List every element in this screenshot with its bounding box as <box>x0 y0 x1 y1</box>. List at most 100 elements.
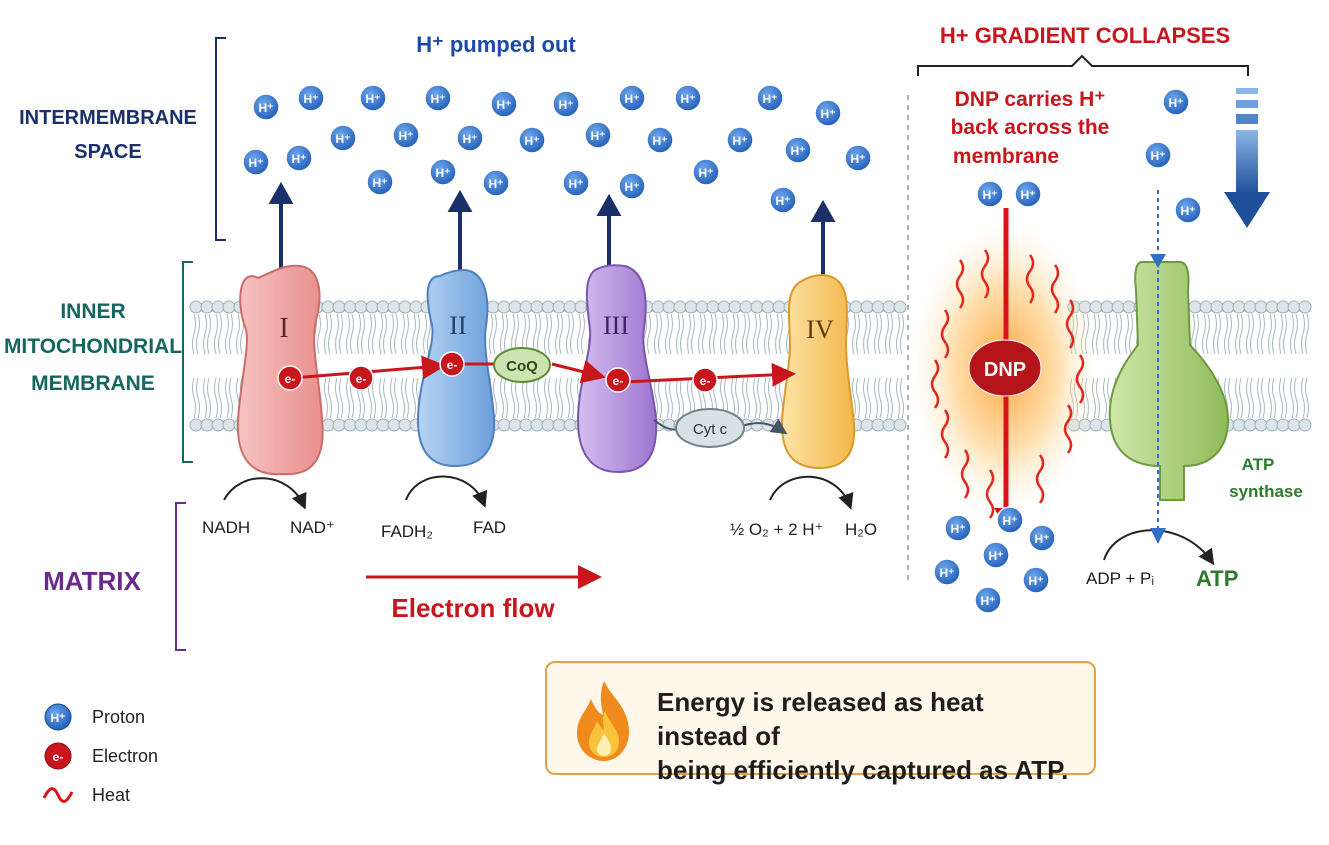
lipid-tail <box>676 377 680 419</box>
lipid-head <box>860 300 874 314</box>
lipid-tail <box>735 313 739 355</box>
lipid-head <box>1276 300 1290 314</box>
lipid-tail <box>533 377 537 419</box>
proton: H⁺ <box>646 126 674 154</box>
lipid-head <box>1243 418 1257 432</box>
proton-pump-arrows <box>268 181 836 282</box>
lipid-tail <box>192 377 196 419</box>
lipid-head <box>882 418 896 432</box>
lipid-tail <box>1118 313 1122 355</box>
lipid-tail <box>878 313 882 355</box>
lipid-head <box>1298 418 1312 432</box>
heat-wave <box>1025 254 1035 304</box>
lipid-tail <box>1257 313 1261 355</box>
lipid-tail <box>533 313 537 355</box>
lipid-tail <box>328 377 332 419</box>
lipid-tail <box>709 313 713 355</box>
svg-text:H⁺: H⁺ <box>989 549 1004 563</box>
lipid-tail <box>504 313 508 355</box>
lipid-tail <box>324 377 328 419</box>
lipid-head <box>530 418 544 432</box>
lipid-head <box>1287 300 1301 314</box>
lipid-tail <box>1261 313 1265 355</box>
lipid-tail <box>874 377 878 419</box>
lipid-head <box>673 300 687 314</box>
heat-wave <box>1050 264 1060 314</box>
svg-text:H⁺: H⁺ <box>653 134 668 148</box>
proton: H⁺ <box>252 93 280 121</box>
lipid-tail <box>537 377 541 419</box>
lipid-head <box>200 418 214 432</box>
matrix-reactions <box>223 475 1215 566</box>
lipid-tail <box>746 313 750 355</box>
lipid-tail <box>394 377 398 419</box>
lipid-tail <box>658 313 662 355</box>
complex-iii-label: III <box>603 311 629 340</box>
nadh-label: NADH <box>202 518 250 537</box>
cyt-c-carrier: Cyt c <box>675 408 745 448</box>
lipid-tail <box>676 313 680 355</box>
proton: H⁺ <box>1162 88 1190 116</box>
heat-wave <box>1065 299 1075 349</box>
lipid-tail <box>1103 313 1107 355</box>
lipid-tail <box>401 313 405 355</box>
lipid-tail <box>1250 377 1254 419</box>
svg-text:H⁺: H⁺ <box>292 152 307 166</box>
region-labels: INTERMEMBRANE SPACE INNER MITOCHONDRIAL … <box>4 107 197 596</box>
lipid-tail <box>669 377 673 419</box>
lipid-tail <box>885 313 889 355</box>
svg-text:H⁺: H⁺ <box>791 144 806 158</box>
lipid-head <box>222 418 236 432</box>
svg-text:H⁺: H⁺ <box>733 134 748 148</box>
lipid-tail <box>1217 313 1221 355</box>
lipid-tail <box>742 313 746 355</box>
lipid-head <box>1254 300 1268 314</box>
svg-text:H⁺: H⁺ <box>431 92 446 106</box>
proton: H⁺ <box>1174 196 1202 224</box>
lipid-tail <box>669 313 673 355</box>
lipid-head <box>1199 300 1213 314</box>
gradient-down-arrow <box>1224 88 1270 228</box>
lipid-tail <box>218 313 222 355</box>
svg-text:H⁺: H⁺ <box>366 92 381 106</box>
svg-text:H⁺: H⁺ <box>259 101 274 115</box>
lipid-head <box>695 300 709 314</box>
electron-flow-label: Electron flow <box>391 593 555 623</box>
lipid-tail <box>372 313 376 355</box>
proton: H⁺ <box>456 124 484 152</box>
proton: H⁺ <box>944 514 972 542</box>
proton: H⁺ <box>1022 566 1050 594</box>
lipid-tail <box>1129 313 1133 355</box>
lipid-head <box>321 418 335 432</box>
lipid-head <box>398 300 412 314</box>
lipid-tail <box>1206 313 1210 355</box>
lipid-tail <box>372 377 376 419</box>
electron: e- <box>277 365 303 391</box>
lipid-tail <box>1228 313 1232 355</box>
proton: H⁺ <box>584 121 612 149</box>
lipid-tail <box>753 377 757 419</box>
fad-label: FAD <box>473 518 506 537</box>
lipid-tail <box>379 313 383 355</box>
lipid-tail <box>1114 313 1118 355</box>
lipid-tail <box>753 313 757 355</box>
lipid-tail <box>346 313 350 355</box>
lipid-tail <box>489 313 493 355</box>
dnp-carries-line-3: membrane <box>953 145 1059 168</box>
lipid-head <box>563 418 577 432</box>
lipid-tail <box>1257 377 1261 419</box>
svg-text:H⁺: H⁺ <box>981 594 996 608</box>
lipid-head <box>222 300 236 314</box>
proton: H⁺ <box>482 169 510 197</box>
lipid-tail <box>383 313 387 355</box>
heat-waves <box>930 249 1085 519</box>
lipid-head <box>486 300 500 314</box>
proton: H⁺ <box>329 124 357 152</box>
atp-synthase-label-2: synthase <box>1229 482 1303 501</box>
lipid-head <box>497 300 511 314</box>
lipid-head <box>519 418 533 432</box>
svg-text:H⁺: H⁺ <box>951 522 966 536</box>
lipid-tail <box>544 313 548 355</box>
lipid-tail <box>1279 313 1283 355</box>
lipid-tail <box>229 313 233 355</box>
